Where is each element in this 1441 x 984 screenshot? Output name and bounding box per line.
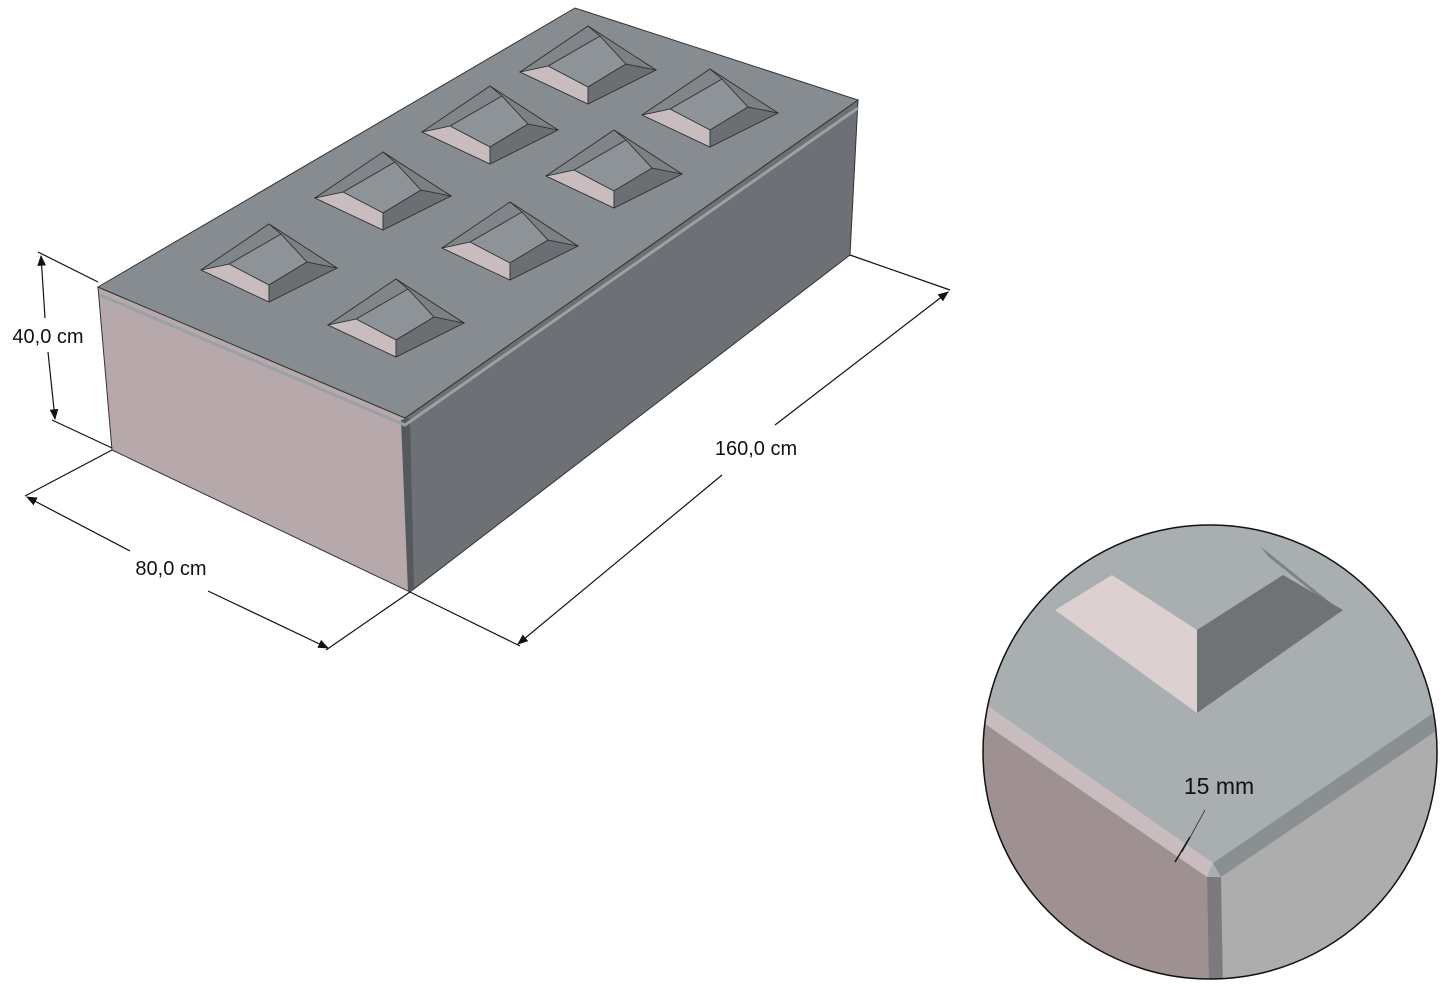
block-top-bevel	[99, 106, 859, 427]
chamfer-detail: 15 mm	[982, 524, 1438, 980]
stud	[420, 85, 560, 165]
detail-front-bevel	[983, 697, 1213, 877]
length-label: 160,0 cm	[715, 438, 797, 460]
stud-back-right-face	[268, 223, 338, 269]
dimension-width: 80,0 cm	[24, 449, 411, 651]
dimension-height: 40,0 cm	[12, 251, 113, 449]
detail-side-bevel	[1213, 705, 1437, 877]
stud	[313, 151, 453, 231]
detail-circle-outline	[982, 524, 1438, 980]
stud	[199, 223, 339, 303]
stud-back-right-face	[613, 129, 683, 175]
stud-back-right-face	[587, 25, 657, 71]
detail-vertical-bevel	[1207, 877, 1223, 979]
stud	[326, 278, 466, 358]
stud-light-face	[1055, 575, 1197, 713]
stud	[518, 25, 658, 105]
stud	[544, 129, 684, 209]
stud-dark-face	[1197, 575, 1343, 713]
stud-back-right-face	[395, 278, 465, 324]
block-vertical-bevel	[401, 418, 414, 592]
stud-back-right-face	[509, 201, 579, 247]
stud-back-right-face	[709, 68, 779, 114]
concrete-block	[96, 7, 860, 593]
stud-back-right-face	[382, 151, 452, 197]
width-label: 80,0 cm	[135, 558, 206, 580]
height-label: 40,0 cm	[12, 326, 83, 348]
dimension-length: 160,0 cm	[409, 254, 951, 647]
studs-group	[199, 25, 780, 358]
stud-back-right-face	[489, 85, 559, 131]
stud-top-face	[1112, 527, 1283, 630]
chamfer-label: 15 mm	[1184, 773, 1254, 799]
stud	[640, 68, 780, 148]
stud	[440, 201, 580, 281]
